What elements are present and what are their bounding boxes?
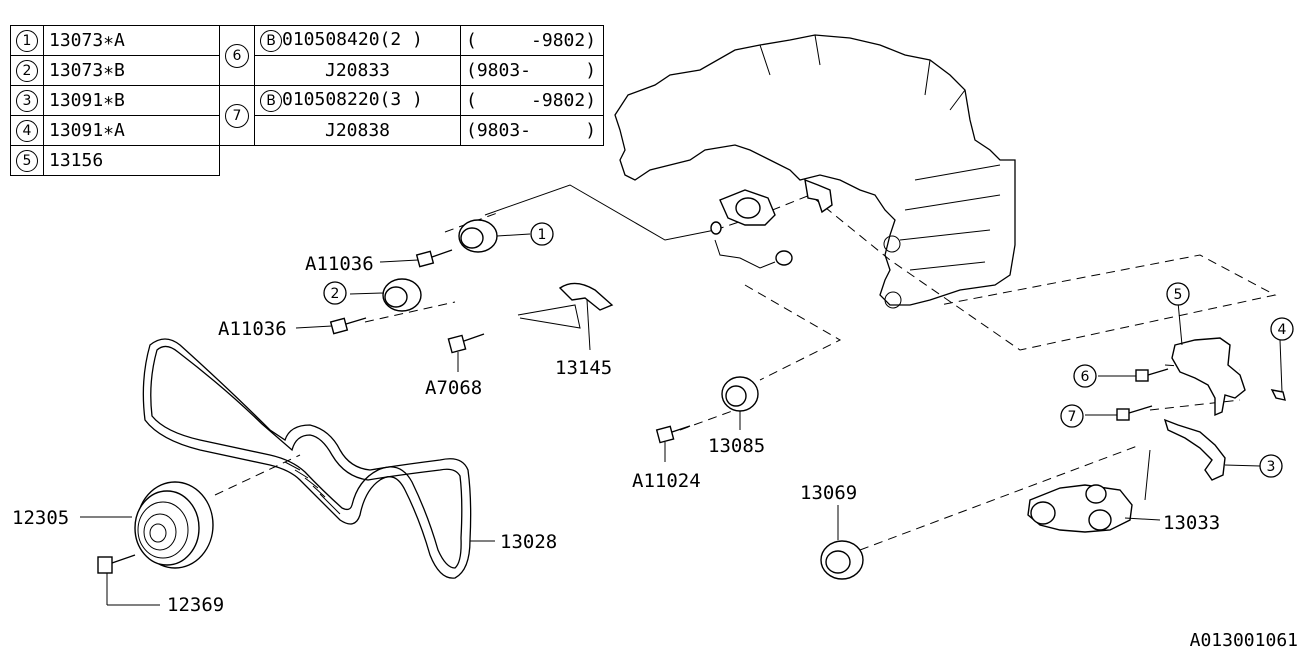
legend-part-2: 13073∗B [43,55,220,86]
legend-bolt-6-alt-range: (9803- ) [460,55,604,86]
tensioner-upper-assembly [710,178,833,269]
callout-4: 4 [1270,317,1294,341]
diagram-reference-code: A013001061 [1189,630,1298,651]
idler-pulley-13069 [820,505,864,580]
legend-key-2: 2 [10,55,44,86]
label-12369: 12369 [167,594,224,616]
svg-text:1: 1 [538,227,547,243]
callout-7: 7 [1060,404,1084,428]
legend-bolt-7-alt-part: J20838 [254,115,461,146]
callout-2: 2 [323,281,347,305]
auto-tensioner-13033 [1027,484,1161,533]
callout-6: 6 [1073,364,1097,388]
label-a11024: A11024 [632,470,701,492]
callout-3: 3 [1259,454,1283,478]
legend-part-5: 13156 [43,145,220,176]
engine-block-outline [614,34,1016,309]
label-13085: 13085 [708,435,765,457]
label-12305: 12305 [12,507,69,529]
bolt-6 [1098,368,1169,382]
svg-text:7: 7 [1068,409,1077,425]
label-13028: 13028 [500,531,557,553]
bolt-a11036-lower [295,317,367,335]
idler-pulley-1 [458,219,531,253]
crank-bolt-12369 [97,554,160,606]
svg-text:3: 3 [1267,459,1276,475]
label-13033: 13033 [1163,512,1220,534]
svg-text:4: 4 [1278,322,1287,338]
bolt-7 [1085,405,1153,421]
svg-text:2: 2 [331,286,340,302]
label-a7068: A7068 [425,377,482,399]
legend-part-3: 13091∗B [43,85,220,116]
callout-1: 1 [530,222,554,246]
svg-text:5: 5 [1174,287,1183,303]
crank-pulley-12305 [80,481,214,569]
legend-key-7: 7 [219,85,255,146]
label-13145: 13145 [555,357,612,379]
bolt-a11036-upper [379,249,453,268]
timing-belt-13028 [142,338,495,579]
tensioner-bracket-5 [1171,301,1246,417]
clip-4 [1270,339,1286,401]
callout-5: 5 [1166,282,1190,306]
assembly-lines [214,184,1277,551]
svg-text:6: 6 [1081,369,1090,385]
label-13069: 13069 [800,482,857,504]
legend-bolt-7-range: ( -9802) [460,85,604,116]
legend-key-1: 1 [10,25,44,56]
bolt-a7068 [447,333,485,372]
bolt-b-icon: B [260,30,282,52]
legend-bolt-6-range: ( -9802) [460,25,604,56]
legend-part-1: 13073∗A [43,25,220,56]
belt-cover-13145 [558,282,614,351]
bolt-b-icon: B [260,90,282,112]
tensioner-bracket-3 [1163,418,1261,481]
idler-pulley-13085 [721,376,759,430]
legend-key-5: 5 [10,145,44,176]
leader-lines [349,292,385,295]
legend-bolt-7-alt-range: (9803- ) [460,115,604,146]
label-a11036-upper: A11036 [305,253,374,275]
idler-pulley-2 [382,278,422,312]
label-a11036-lower: A11036 [218,318,287,340]
bolt-a11024 [655,425,691,462]
